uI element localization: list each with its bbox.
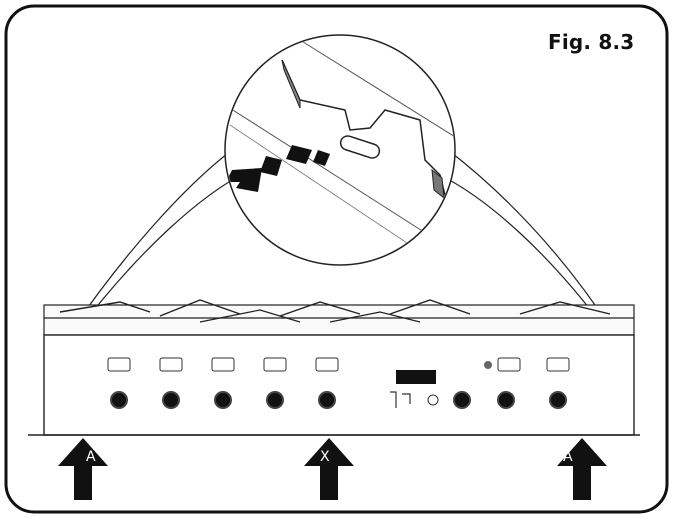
detail-magnifier — [224, 34, 456, 266]
oven-function-icon — [497, 357, 521, 372]
hob-top — [43, 299, 635, 336]
push-arrow-right — [557, 438, 607, 500]
control-panel — [28, 334, 640, 436]
indicator-light — [484, 361, 492, 369]
push-arrow-left — [58, 438, 108, 500]
arrow-label-left: A — [86, 449, 96, 465]
burner-knobs — [110, 391, 567, 409]
figure-label: Fig. 8.3 — [548, 30, 635, 54]
oven-temperature-icon — [546, 357, 570, 372]
slide-out-arrow-icon — [226, 145, 330, 192]
arrow-label-center: X — [320, 449, 330, 465]
push-arrows — [58, 438, 607, 500]
burner-indicator-icon — [107, 357, 339, 372]
timer-display-icon — [396, 370, 436, 384]
arrow-label-right: A — [563, 449, 573, 465]
bell-icon — [427, 394, 439, 406]
magnifier-cone — [71, 149, 613, 331]
push-arrow-center — [304, 438, 354, 500]
clock-icon — [390, 391, 411, 408]
